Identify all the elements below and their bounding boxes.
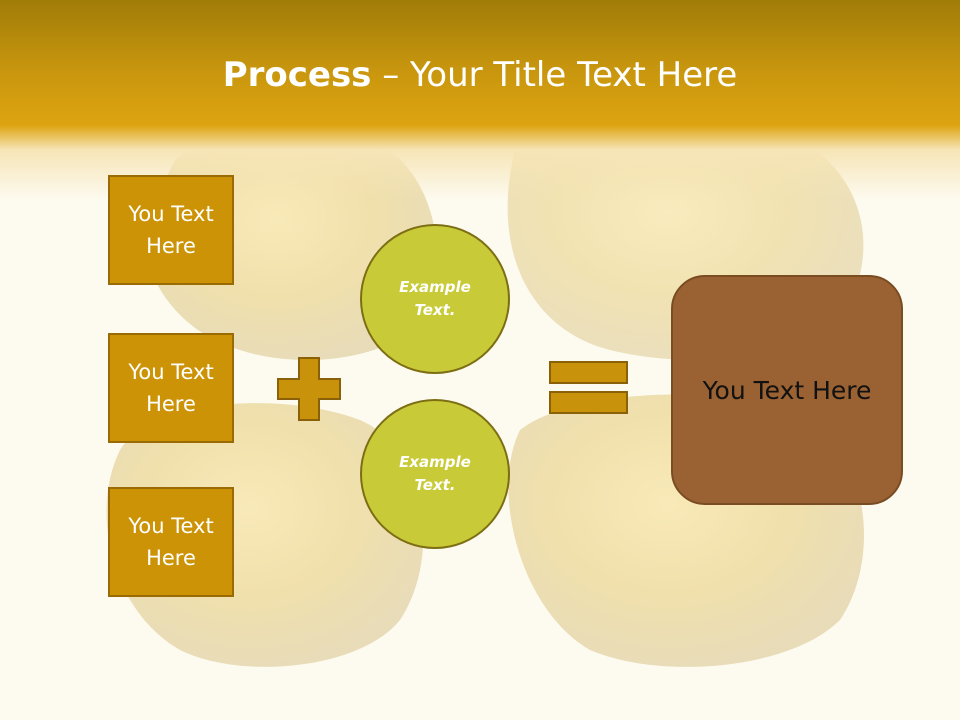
circle-1[interactable]: Example Text. [360, 224, 510, 374]
left-box-1-text: You Text Here [128, 202, 214, 258]
left-box-3-text: You Text Here [128, 514, 214, 570]
left-box-2[interactable]: You Text Here [108, 333, 234, 443]
title-bold: Process [222, 55, 372, 95]
plus-icon[interactable] [277, 357, 341, 421]
header-band [0, 0, 960, 200]
left-box-3[interactable]: You Text Here [108, 487, 234, 597]
title-rest: – Your Title Text Here [371, 55, 738, 95]
circle-2-text: Example Text. [399, 453, 471, 494]
result-box[interactable]: You Text Here [671, 275, 903, 505]
circle-1-text: Example Text. [399, 278, 471, 319]
left-box-1[interactable]: You Text Here [108, 175, 234, 285]
circle-2[interactable]: Example Text. [360, 399, 510, 549]
slide-title[interactable]: Process – Your Title Text Here [0, 52, 960, 98]
equals-icon[interactable] [549, 361, 629, 415]
left-box-2-text: You Text Here [128, 360, 214, 416]
result-text: You Text Here [702, 375, 872, 405]
